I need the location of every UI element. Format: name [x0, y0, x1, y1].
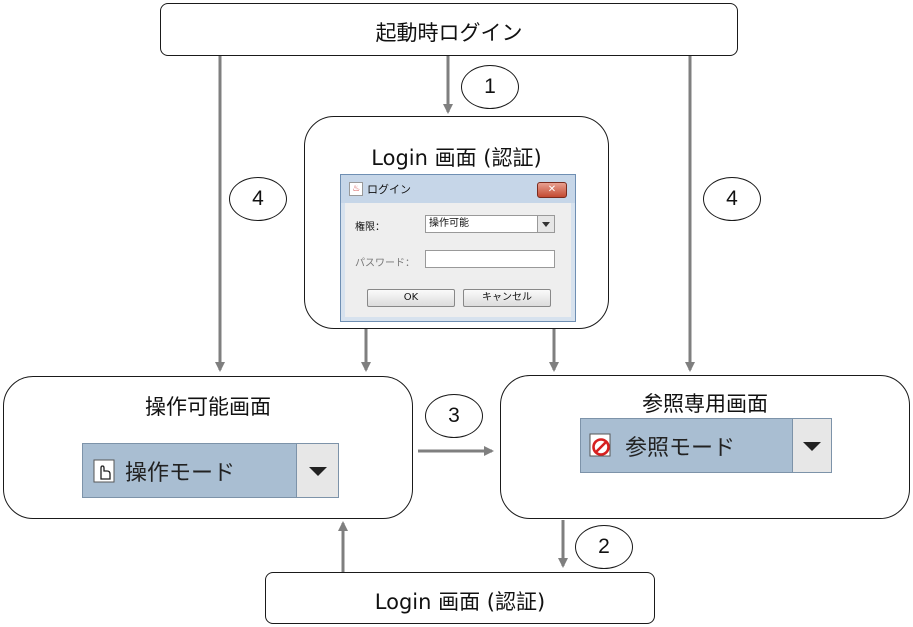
- operable-screen-label: 操作可能画面: [145, 395, 271, 419]
- readonly-screen-label: 参照専用画面: [642, 392, 768, 416]
- step-2-badge: 2: [575, 525, 633, 569]
- readonly-mode-label: 参照モード: [625, 435, 736, 461]
- step-4-right-badge: 4: [703, 177, 761, 221]
- chevron-down-icon[interactable]: [537, 216, 554, 232]
- login-screen-bottom-box: Login 画面 (認証): [265, 572, 655, 624]
- password-input[interactable]: [425, 250, 555, 268]
- step-3-badge: 3: [425, 394, 483, 438]
- login-dialog-titlebar: ♨ ログイン ✕: [341, 175, 575, 203]
- login-screen-label: Login 画面 (認証): [371, 146, 542, 170]
- login-dialog-title: ログイン: [367, 183, 411, 196]
- chevron-down-icon[interactable]: [296, 444, 338, 497]
- prohibited-hand-icon: [589, 433, 611, 457]
- java-icon: ♨: [349, 182, 363, 196]
- readonly-mode-selector[interactable]: 参照モード: [580, 418, 832, 473]
- permission-label: 権限：: [355, 222, 385, 233]
- startup-login-box: 起動時ログイン: [160, 3, 738, 56]
- step-1-badge: 1: [461, 65, 519, 109]
- operable-mode-selector[interactable]: 操作モード: [82, 443, 339, 498]
- login-dialog-body: 権限： 操作可能 パスワード： OK キャンセル: [345, 203, 571, 317]
- close-button[interactable]: ✕: [537, 182, 567, 198]
- login-screen-bottom-label: Login 画面 (認証): [374, 590, 546, 614]
- operable-mode-label: 操作モード: [125, 460, 236, 486]
- permission-select-value: 操作可能: [429, 218, 469, 229]
- ok-button[interactable]: OK: [367, 289, 455, 307]
- login-dialog: ♨ ログイン ✕ 権限： 操作可能 パスワード： OK キャンセル: [340, 174, 576, 322]
- permission-select[interactable]: 操作可能: [425, 215, 555, 233]
- chevron-down-icon[interactable]: [792, 419, 831, 472]
- startup-login-label: 起動時ログイン: [375, 21, 523, 45]
- password-label: パスワード：: [355, 258, 415, 269]
- cancel-button[interactable]: キャンセル: [463, 289, 551, 307]
- step-4-left-badge: 4: [229, 177, 287, 221]
- hand-pointer-icon: [93, 459, 115, 483]
